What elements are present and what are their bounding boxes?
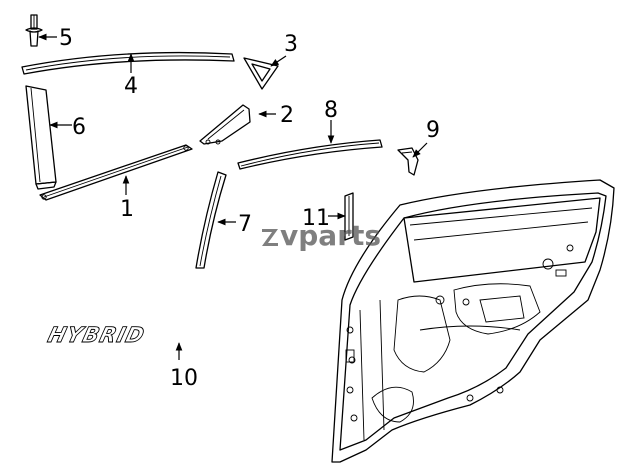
part-2-corner-trim <box>199 104 251 145</box>
part-4-roof-molding <box>21 51 235 75</box>
callout-4: 4 <box>124 74 138 99</box>
callout-9: 9 <box>426 118 440 143</box>
callout-8: 8 <box>324 98 338 123</box>
watermark-logo: vparts <box>262 219 381 252</box>
callout-1: 1 <box>120 197 134 222</box>
callout-leaders <box>38 33 428 360</box>
part-5-clip <box>25 14 43 47</box>
part-7-division-bar <box>195 171 227 269</box>
part-10-hybrid-emblem: HYBRID <box>45 323 148 349</box>
callout-11: 11 <box>302 206 330 231</box>
part-6-pillar-garnish <box>25 85 57 190</box>
part-1-belt-molding <box>39 144 193 201</box>
part-8-rear-molding <box>237 139 383 170</box>
callout-6: 6 <box>72 115 86 140</box>
rear-door-shell <box>331 179 615 463</box>
leader-3 <box>270 55 287 67</box>
callout-7: 7 <box>238 212 252 237</box>
callout-5: 5 <box>59 26 73 51</box>
watermark-text: vparts <box>280 219 381 252</box>
callout-10: 10 <box>170 366 198 391</box>
part-9-end-cap <box>397 147 419 176</box>
hybrid-emblem-text: HYBRID <box>45 323 147 348</box>
callout-3: 3 <box>284 32 298 57</box>
part-11-trim <box>344 192 354 241</box>
part-3-quarter-trim <box>243 57 279 90</box>
callout-2: 2 <box>280 103 294 128</box>
leader-9 <box>412 142 428 158</box>
callout-labels: 5 4 3 6 2 8 9 1 7 11 10 <box>59 26 440 391</box>
